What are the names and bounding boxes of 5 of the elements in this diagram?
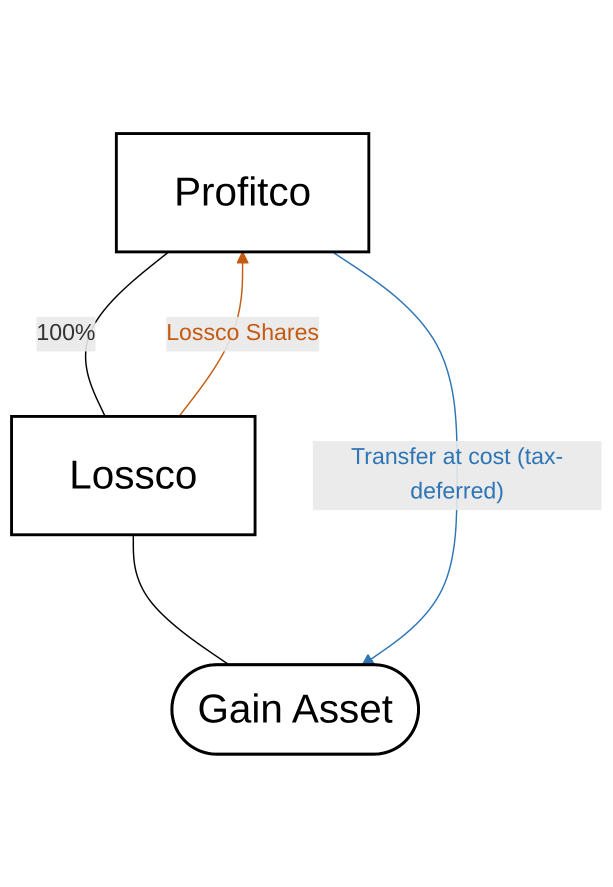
edge-label: Lossco Shares — [166, 320, 319, 346]
node-box: Profitco — [114, 132, 370, 253]
edge-label: 100% — [36, 320, 96, 346]
edge-label: Transfer at cost (tax-deferred) — [351, 444, 564, 504]
node-box: Lossco — [10, 414, 256, 536]
